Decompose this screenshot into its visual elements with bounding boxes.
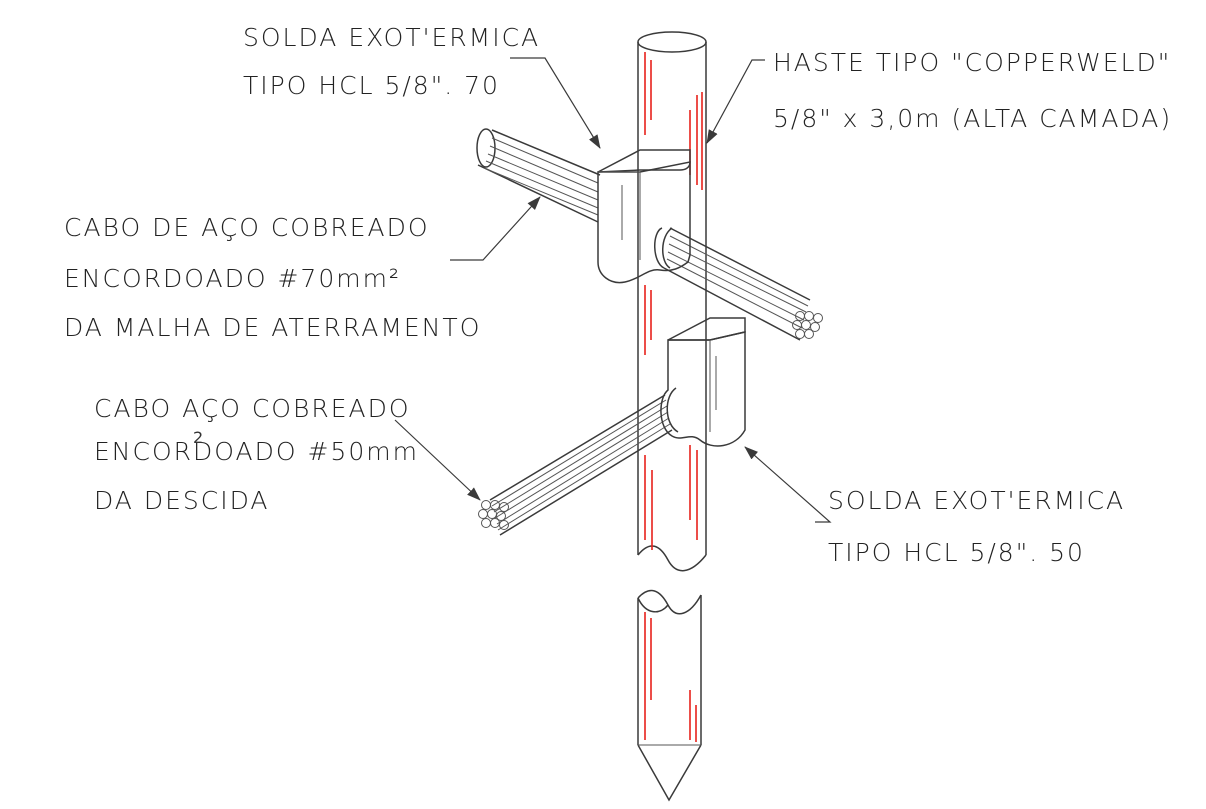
down-cable-label-line3: DA DESCIDA — [94, 486, 270, 515]
weld-50-label-line1: SOLDA EXOT'ERMICA — [828, 486, 1126, 515]
down-cable-superscript: 2 — [193, 428, 204, 447]
ground-rod-upper — [637, 31, 707, 572]
exothermic-weld-50 — [660, 317, 746, 447]
rod-label-line1: HASTE TIPO "COPPERWELD" — [773, 48, 1172, 77]
leader-lines — [394, 57, 832, 523]
mesh-cable-70 — [476, 128, 823, 341]
down-cable-label-line2: ENCORDOADO #50mm — [94, 437, 419, 466]
ground-rod-lower — [637, 589, 702, 802]
mesh-cable-label-line2: ENCORDOADO #70mm² — [64, 264, 401, 293]
mesh-cable-label-line1: CABO DE AÇO COBREADO — [64, 213, 430, 242]
weld-70-label-line1: SOLDA EXOT'ERMICA — [243, 23, 541, 52]
down-cable-label-line1: CABO AÇO COBREADO — [94, 394, 411, 423]
mesh-cable-label-line3: DA MALHA DE ATERRAMENTO — [64, 313, 482, 342]
down-cable-50 — [478, 394, 673, 536]
weld-70-label-line2: TIPO HCL 5/8". 70 — [243, 71, 500, 100]
rod-label-line2: 5/8" x 3,0m (ALTA CAMADA) — [773, 104, 1173, 133]
weld-50-label-line2: TIPO HCL 5/8". 50 — [828, 538, 1085, 567]
exothermic-weld-70 — [597, 149, 691, 284]
